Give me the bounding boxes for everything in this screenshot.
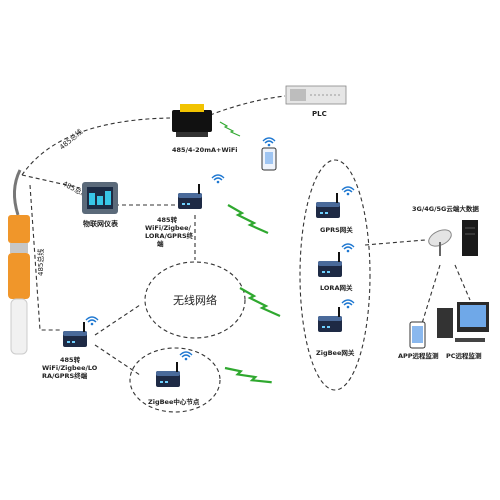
iot-meter [82, 182, 118, 214]
lora-gateway-router [318, 252, 342, 277]
app-monitor-label: APP远程监测 [398, 351, 439, 360]
wifi-icon [341, 299, 355, 309]
lightning-bolt-3 [223, 354, 273, 396]
app-monitor-phone [409, 321, 426, 349]
svg-text:485转: 485转 [157, 215, 178, 224]
wireless-network-label: 无线网络 [173, 293, 217, 307]
svg-text:WiFi/Zigbee/: WiFi/Zigbee/ [145, 224, 192, 232]
satellite-dish-icon [428, 229, 452, 256]
gprs-gateway-label: GPRS网关 [320, 225, 353, 234]
svg-text:端: 端 [157, 239, 164, 248]
link-terminal2-wireless [94, 304, 141, 336]
pc-monitor-label: PC远程监测 [446, 351, 482, 360]
converter-device [172, 104, 212, 137]
svg-text:LORA/GPRS终: LORA/GPRS终 [145, 231, 194, 240]
wireless-network-ellipse [144, 261, 246, 339]
sensor-probe [8, 169, 30, 355]
zigbee-node-router [156, 362, 180, 387]
lora-gateway-label: LORA网关 [320, 283, 353, 292]
link-sensor-converter [21, 117, 171, 176]
converter-label: 485/4-20mA+WiFi [172, 146, 238, 154]
connection-lines [21, 95, 471, 376]
plc-device [285, 85, 347, 105]
gprs-gateway-router [316, 193, 340, 218]
gateways-ellipse [299, 159, 371, 391]
link-cloud-app [419, 264, 441, 331]
bus-label-3: 485总线 [36, 249, 45, 276]
plc-label: PLC [312, 110, 327, 118]
link-converter-plc [209, 95, 286, 116]
terminal-1-router [178, 184, 202, 209]
zigbee-gateway-router [318, 307, 342, 332]
terminal-1-label: 485转 WiFi/Zigbee/ LORA/GPRS终 端 [145, 215, 194, 248]
zigbee-gateway-label: ZigBee网关 [316, 348, 355, 357]
link-gateways-cloud [364, 239, 426, 246]
phone-icon [261, 147, 277, 171]
svg-text:RA/GPRS终端: RA/GPRS终端 [42, 371, 88, 380]
wifi-icon [341, 243, 355, 254]
wifi-icon [179, 351, 193, 361]
wifi-icon [211, 174, 225, 185]
terminal-2-label: 485转 WiFi/Zigbee/LO RA/GPRS终端 [42, 355, 98, 380]
link-sensor-meter [21, 174, 81, 189]
wifi-icon [262, 137, 276, 148]
wifi-icon [341, 186, 355, 197]
pc-monitor [437, 302, 489, 342]
cloud-label: 3G/4G/5G云端大数据 [412, 204, 479, 213]
lightning-bolt-2 [238, 286, 282, 318]
link-sensor-terminal2 [29, 184, 62, 331]
svg-text:485转: 485转 [60, 355, 81, 364]
zigbee-node-label: ZigBee中心节点 [148, 397, 200, 406]
meter-label: 物联网仪表 [83, 219, 119, 228]
terminal-2-router [63, 322, 87, 347]
zigbee-node-ellipse [129, 347, 221, 413]
svg-text:WiFi/Zigbee/LO: WiFi/Zigbee/LO [42, 364, 98, 372]
lightning-bolt-4 [219, 121, 241, 137]
server-icon [462, 220, 478, 256]
wifi-icon [85, 316, 99, 326]
link-cloud-pc [454, 264, 471, 301]
bus-label-1: 485总线 [58, 127, 85, 151]
link-terminal2-zignode [94, 344, 141, 376]
lightning-bolt-1 [226, 203, 270, 235]
